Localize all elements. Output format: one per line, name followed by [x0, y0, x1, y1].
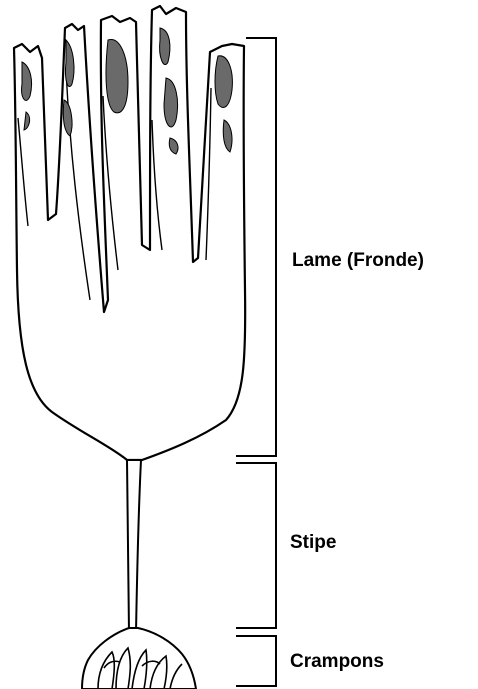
bracket-crampons — [236, 636, 276, 686]
bracket-stipe — [236, 463, 276, 628]
label-stipe: Stipe — [290, 533, 336, 552]
label-lame-fronde: Lame (Fronde) — [292, 251, 424, 270]
stipe-outline — [127, 460, 141, 632]
label-crampons: Crampons — [290, 652, 384, 671]
blade-outline — [14, 6, 245, 460]
